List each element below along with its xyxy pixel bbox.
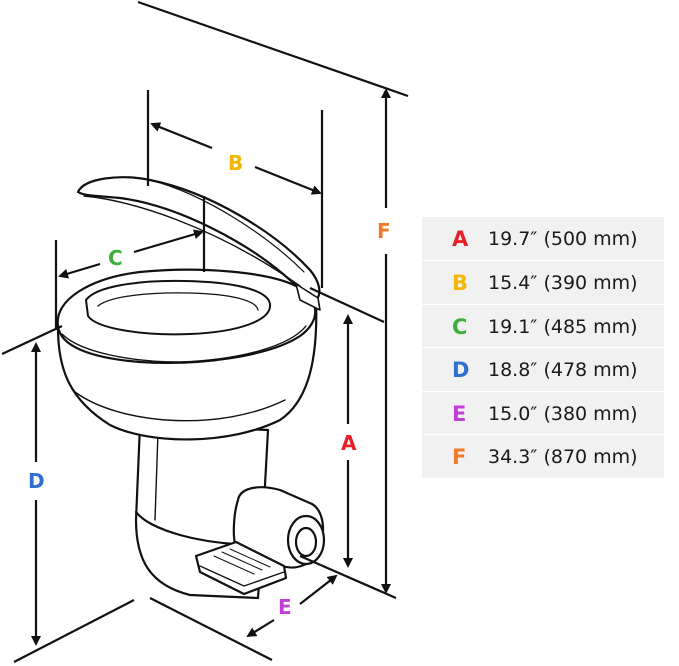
legend-row-c: C 19.1″ (485 mm) <box>422 305 664 348</box>
legend-letter: B <box>452 270 469 295</box>
legend-letter: C <box>452 314 468 339</box>
label-D: D <box>28 469 45 493</box>
dimension-legend: A 19.7″ (500 mm) B 15.4″ (390 mm) C 19.1… <box>422 217 664 478</box>
legend-value: 19.7″ (500 mm) <box>488 227 638 250</box>
legend-value: 15.0″ (380 mm) <box>488 402 638 425</box>
legend-letter: F <box>452 444 467 469</box>
legend-value: 18.8″ (478 mm) <box>488 358 638 381</box>
legend-row-e: E 15.0″ (380 mm) <box>422 392 664 435</box>
legend-value: 15.4″ (390 mm) <box>488 271 638 294</box>
legend-row-b: B 15.4″ (390 mm) <box>422 261 664 304</box>
legend-letter: D <box>452 357 470 382</box>
dimension-lines <box>1 0 409 663</box>
legend-value: 34.3″ (870 mm) <box>488 445 638 468</box>
label-C: C <box>108 246 123 270</box>
label-F: F <box>377 219 391 243</box>
lid-hinge <box>295 283 321 311</box>
label-A: A <box>341 431 357 455</box>
seat-opening <box>85 279 272 336</box>
legend-row-a: A 19.7″ (500 mm) <box>422 217 664 260</box>
label-E: E <box>278 595 292 619</box>
legend-row-f: F 34.3″ (870 mm) <box>422 435 664 478</box>
legend-value: 19.1″ (485 mm) <box>488 315 638 338</box>
legend-row-d: D 18.8″ (478 mm) <box>422 348 664 391</box>
label-B: B <box>228 151 243 175</box>
legend-letter: E <box>452 401 467 426</box>
toilet-illustration <box>56 176 326 600</box>
legend-letter: A <box>452 226 469 251</box>
